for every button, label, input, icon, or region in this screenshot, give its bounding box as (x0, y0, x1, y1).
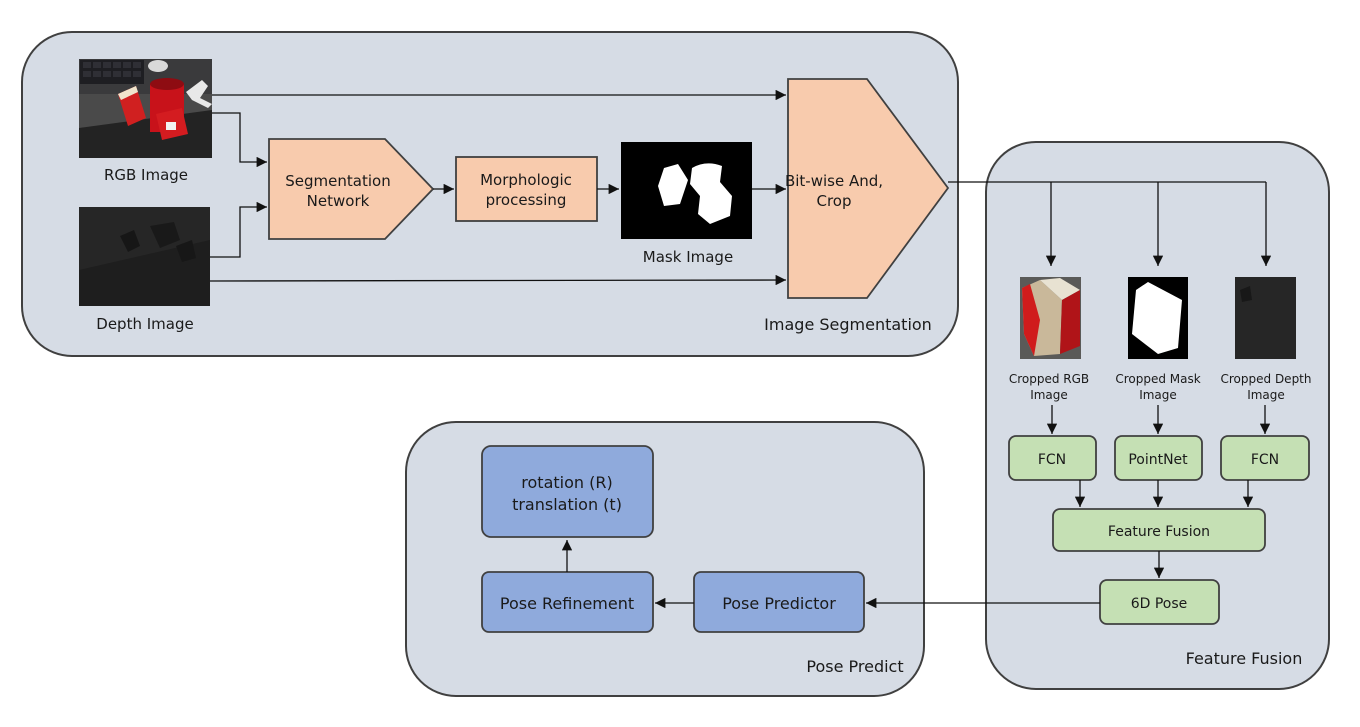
feature-fusion-box-label: Feature Fusion (1108, 524, 1210, 540)
segmentation-network-label-line2: Network (307, 192, 370, 210)
bitwise-label-line2: Crop (816, 192, 851, 210)
morphologic-label-line1: Morphologic (480, 171, 572, 189)
fcn-left-label: FCN (1038, 452, 1066, 468)
bitwise-label-line1: Bit-wise And, (785, 172, 883, 190)
depth-to-segnet-arrow (210, 201, 267, 258)
depth-to-bitwise-arrow (209, 274, 787, 286)
feature-fusion-label: Feature Fusion (1186, 649, 1303, 668)
depth-image-label: Depth Image (96, 315, 193, 333)
translation-label: translation (t) (512, 495, 622, 514)
pose-predict-label: Pose Predict (806, 657, 903, 676)
pointnet-label: PointNet (1128, 452, 1188, 468)
rotation-translation-box (481, 445, 654, 538)
mask-image-label: Mask Image (643, 248, 733, 266)
depth-image (79, 207, 210, 306)
cropped-rgb-label-line2: Image (1030, 388, 1068, 402)
6d-pose-label: 6D Pose (1131, 596, 1188, 612)
cropped-rgb-image (1020, 277, 1081, 359)
cropped-depth-label-line1: Cropped Depth (1221, 372, 1312, 386)
cropped-mask-label-line1: Cropped Mask (1115, 372, 1200, 386)
cropped-mask-image (1128, 277, 1188, 359)
mask-image (621, 142, 752, 239)
pose-predictor-box (693, 571, 865, 633)
rgb-to-segnet-arrow (212, 112, 267, 168)
rgb-image-label: RGB Image (104, 166, 188, 184)
rotation-label: rotation (R) (521, 473, 612, 492)
morphologic-processing-box (455, 156, 598, 222)
rgb-image (79, 59, 212, 158)
morphologic-label-line2: processing (486, 191, 567, 209)
6d-pose-box (1099, 579, 1220, 625)
cropped-rgb-label-line1: Cropped RGB (1009, 372, 1089, 386)
bitwise-crop-box (787, 78, 950, 299)
segmentation-network-label-line1: Segmentation (285, 172, 390, 190)
image-segmentation-label: Image Segmentation (764, 315, 932, 334)
pose-refinement-label: Pose Refinement (500, 594, 634, 613)
cropped-depth-label-line2: Image (1247, 388, 1285, 402)
cropped-depth-image (1235, 277, 1296, 359)
fcn-left-box (1008, 435, 1097, 481)
cropped-mask-label-line2: Image (1139, 388, 1177, 402)
segmentation-network-box (268, 138, 435, 240)
fcn-right-box (1220, 435, 1310, 481)
pose-predictor-label: Pose Predictor (722, 594, 836, 613)
fcn-right-label: FCN (1251, 452, 1279, 468)
